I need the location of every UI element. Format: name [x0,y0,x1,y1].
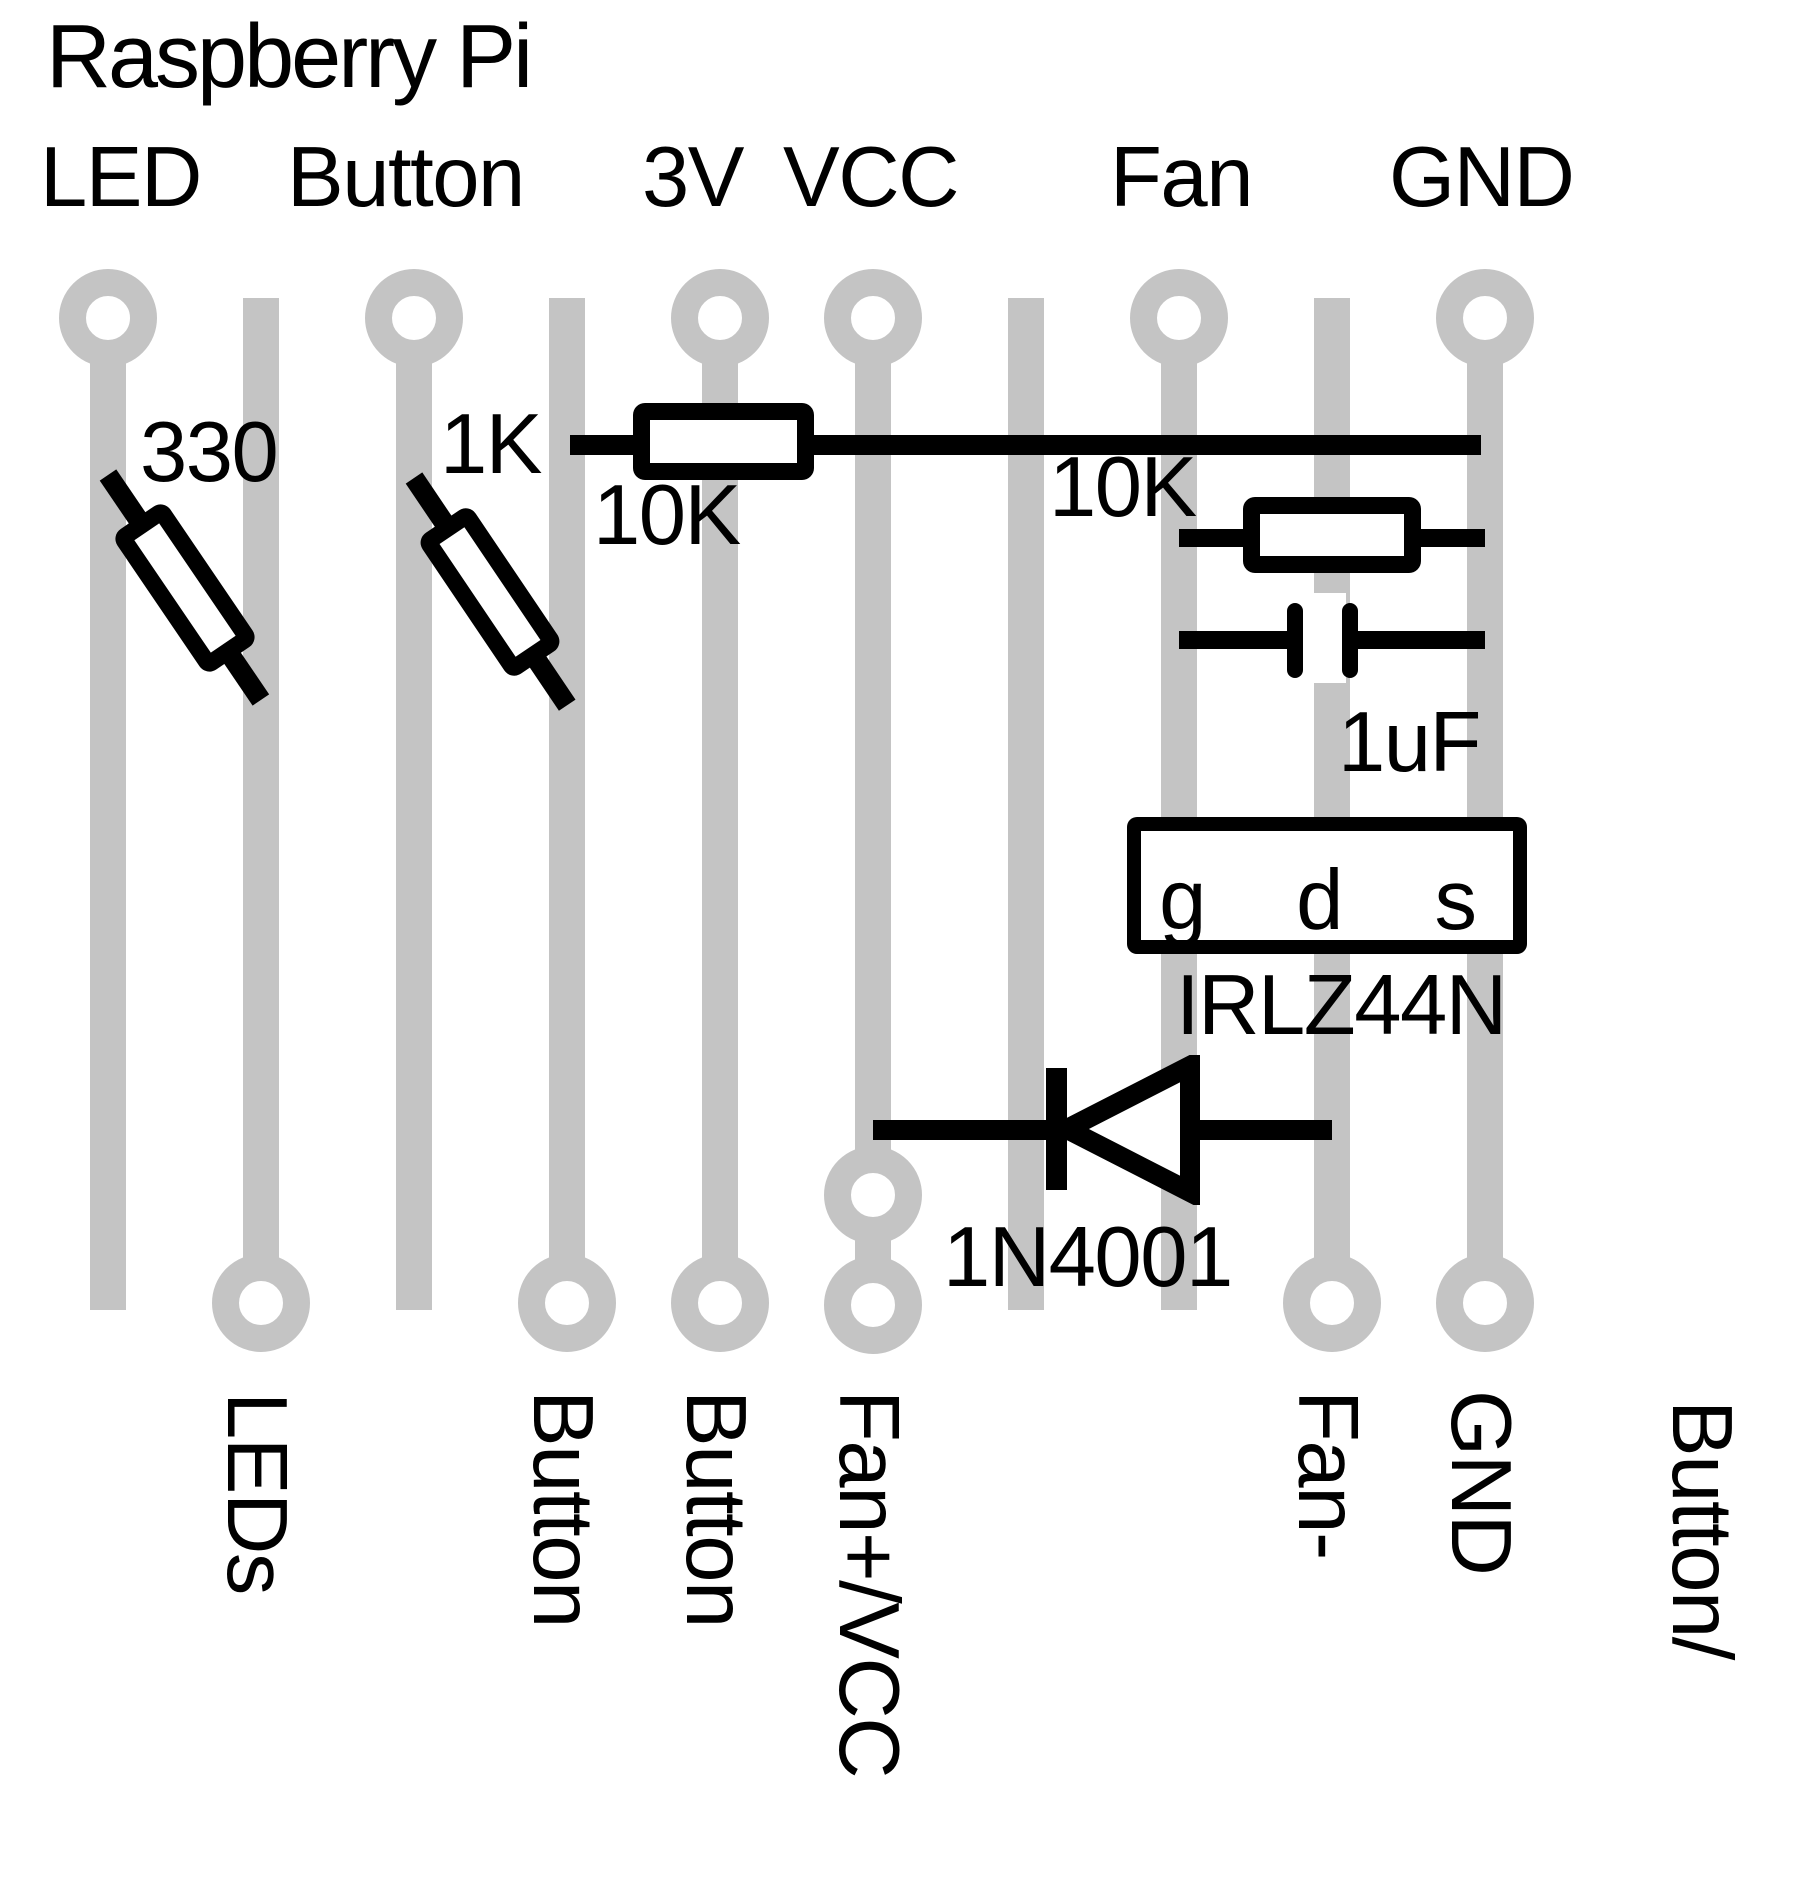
bottom-label-button-2: Button [668,1390,763,1627]
pad-top-gnd [1436,269,1534,367]
wire-button-2 [549,298,585,1303]
mosfet-pin-gate: g [1159,853,1206,948]
pin-label-led: LED [40,130,202,225]
pad-bottom-gnd [1436,1254,1534,1352]
mosfet-part-number: IRLZ44N [1176,958,1507,1053]
mosfet-box [1127,817,1527,954]
bottom-label-button-1: Button [515,1390,610,1627]
resistor-10k-fan-value: 10K [1049,440,1197,535]
wire-gnd [1467,318,1503,1303]
capacitor-gap [1298,593,1346,683]
diode-symbol [873,1055,1332,1205]
pad-bottom-button-2 [671,1254,769,1352]
pad-bottom-fan-minus [1283,1254,1381,1352]
capacitor-plate-right [1342,603,1358,678]
resistor-330-value: 330 [140,405,279,500]
resistor-1k-body [415,503,565,681]
pin-label-fan: Fan [1110,130,1253,225]
resistor-10k-pullup-body [633,403,814,480]
page-title: Raspberry Pi [46,7,533,107]
pad-top-vcc [824,269,922,367]
wire-leds [243,298,279,1303]
capacitor-lead-left [1179,631,1287,649]
pad-top-3v [671,269,769,367]
pin-label-vcc: VCC [783,130,959,225]
pin-label-gnd: GND [1389,130,1575,225]
bottom-label-fan-vcc: Fan+/VCC [821,1390,916,1778]
pin-label-3v: 3V [642,130,744,225]
pad-top-fan [1130,269,1228,367]
resistor-330-body [110,499,260,677]
resistor-1k-value: 1K [440,397,542,492]
pad-bottom-fanvcc-lower [824,1256,922,1354]
bottom-label-leds: LEDs [209,1392,304,1594]
capacitor-value: 1uF [1338,695,1481,790]
capacitor-lead-right [1357,631,1485,649]
pad-top-button [365,269,463,367]
bottom-label-gnd: GND [1433,1390,1528,1575]
wire-button-1 [396,318,432,1310]
capacitor-plate-left [1287,603,1303,678]
resistor-10k-fan-lead-left [1179,529,1243,547]
bottom-label-button-3: Button/ [1654,1400,1749,1659]
pad-top-led [59,269,157,367]
pad-bottom-button-1 [518,1254,616,1352]
resistor-10k-fan-body [1243,497,1421,573]
resistor-10k-pullup-value: 10K [593,468,741,563]
diode-part-number: 1N4001 [943,1210,1233,1305]
wire-vcc [855,318,891,1305]
resistor-10k-fan-lead-right [1421,529,1485,547]
wire-3v [702,318,738,1303]
bottom-label-fan-minus: Fan- [1280,1390,1375,1559]
wire-spare [1008,298,1044,1310]
pad-bottom-leds [212,1254,310,1352]
mosfet-pin-source: s [1434,853,1478,948]
mosfet-pin-drain: d [1296,853,1343,948]
wire-led [90,318,126,1310]
pin-label-button: Button [287,130,525,225]
